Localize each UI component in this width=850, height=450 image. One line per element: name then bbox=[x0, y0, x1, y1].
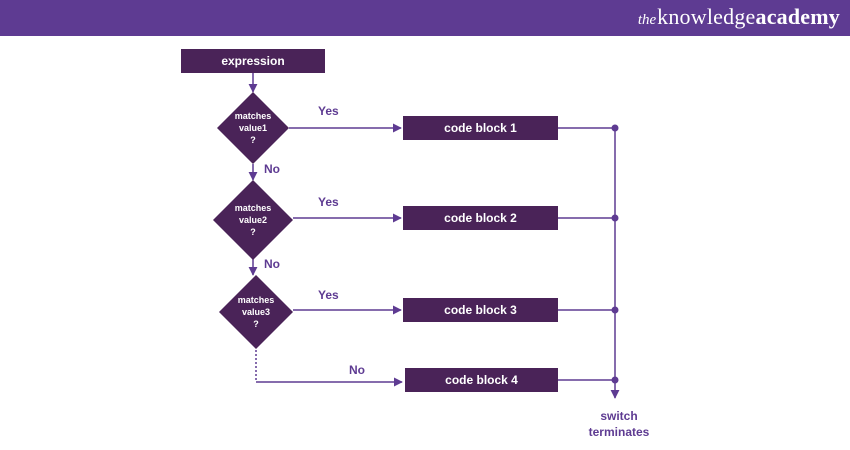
header-bar: the knowledge academy bbox=[0, 0, 850, 36]
yes-label-1: Yes bbox=[318, 104, 339, 118]
brand-logo: the knowledge academy bbox=[638, 4, 840, 32]
no-label-3: No bbox=[349, 363, 365, 377]
code-block-3-box bbox=[403, 298, 558, 322]
code-block-4-box bbox=[405, 368, 558, 392]
decision-1-line3: ? bbox=[250, 135, 256, 145]
decision-1-line1: matches bbox=[234, 111, 272, 121]
no-label-2: No bbox=[264, 257, 280, 271]
decision-3-line3: ? bbox=[253, 319, 259, 329]
terminal-line1: switch bbox=[600, 409, 638, 423]
switch-terminates-label: switch terminates bbox=[574, 408, 664, 440]
decision-2-line2: value2 bbox=[238, 215, 268, 225]
start-box bbox=[181, 49, 325, 73]
decision-diamond-2 bbox=[213, 180, 293, 260]
decision-diamond-1 bbox=[217, 92, 289, 164]
brand-knowledge: knowledge bbox=[657, 4, 756, 29]
yes-label-2: Yes bbox=[318, 195, 339, 209]
code-block-1-box bbox=[403, 116, 558, 140]
decision-3-line1: matches bbox=[237, 295, 275, 305]
decision-2-text: matches value2 ? bbox=[223, 202, 283, 238]
decision-1-text: matches value1 ? bbox=[223, 110, 283, 146]
decision-diamond-3 bbox=[219, 275, 293, 349]
brand-the: the bbox=[637, 12, 657, 28]
terminal-line2: terminates bbox=[588, 425, 650, 439]
yes-label-3: Yes bbox=[318, 288, 339, 302]
junction-dot-2 bbox=[611, 214, 619, 222]
start-label: expression bbox=[221, 54, 285, 68]
junction-dot-1 bbox=[611, 124, 619, 132]
decision-2-line1: matches bbox=[234, 203, 272, 213]
junction-dot-4 bbox=[611, 376, 619, 384]
brand-academy: academy bbox=[755, 4, 840, 29]
code-block-4-label: code block 4 bbox=[445, 373, 518, 387]
no-label-1: No bbox=[264, 162, 280, 176]
code-block-2-label: code block 2 bbox=[444, 211, 517, 225]
decision-3-text: matches value3 ? bbox=[226, 294, 286, 330]
code-block-1-label: code block 1 bbox=[444, 121, 517, 135]
decision-2-line3: ? bbox=[250, 227, 256, 237]
decision-3-line2: value3 bbox=[241, 307, 271, 317]
decision-1-line2: value1 bbox=[238, 123, 268, 133]
code-block-3-label: code block 3 bbox=[444, 303, 517, 317]
junction-dot-3 bbox=[611, 306, 619, 314]
code-block-2-box bbox=[403, 206, 558, 230]
